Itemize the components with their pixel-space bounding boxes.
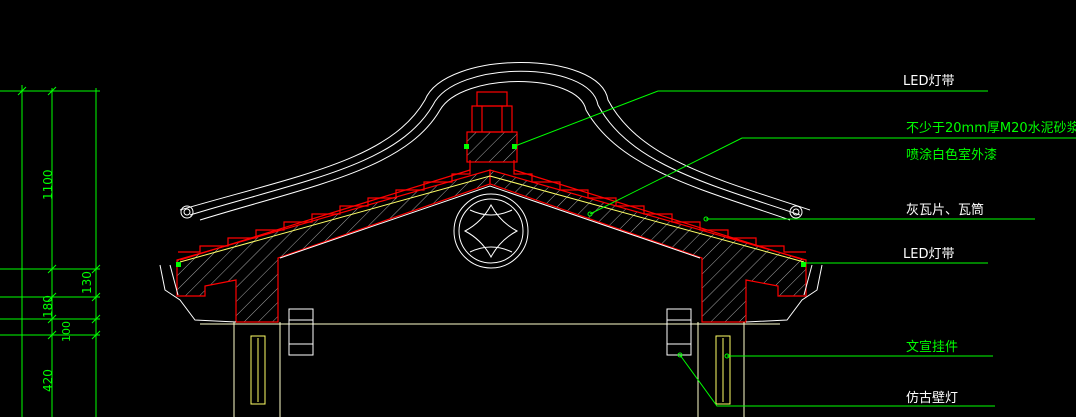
dimension-130: 130 — [80, 271, 94, 294]
walls — [200, 322, 780, 417]
label-led-strip-bottom: LED灯带 — [903, 247, 955, 262]
label-tiles: 灰瓦片、瓦筒 — [906, 203, 985, 218]
gable-line — [179, 175, 805, 263]
round-lattice-window-icon — [453, 193, 529, 269]
label-mortar: 不少于20mm厚M20水泥砂浆 — [906, 121, 1076, 136]
led-markers — [176, 144, 806, 267]
ridge-block — [471, 91, 513, 133]
eaves — [159, 264, 823, 323]
leader-lines — [514, 90, 1076, 407]
ridge-ornament — [179, 62, 811, 221]
dimension-420: 420 — [41, 369, 55, 392]
label-signage: 文宣挂件 — [906, 340, 959, 355]
roof-structure-left — [176, 169, 491, 323]
label-paint: 喷涂白色室外漆 — [906, 148, 998, 163]
dimension-180: 180 — [41, 295, 55, 318]
label-led-strip-top: LED灯带 — [903, 74, 955, 89]
gable-inner — [279, 185, 701, 259]
signage-plaques — [250, 335, 731, 405]
dimension-1100: 1100 — [41, 169, 55, 200]
ridge-hatch — [466, 131, 518, 163]
label-wall-lamp: 仿古壁灯 — [906, 391, 959, 406]
dimension-100: 100 — [60, 321, 73, 342]
wall-lamp-icon — [288, 308, 692, 356]
dimension-lines — [0, 85, 101, 417]
